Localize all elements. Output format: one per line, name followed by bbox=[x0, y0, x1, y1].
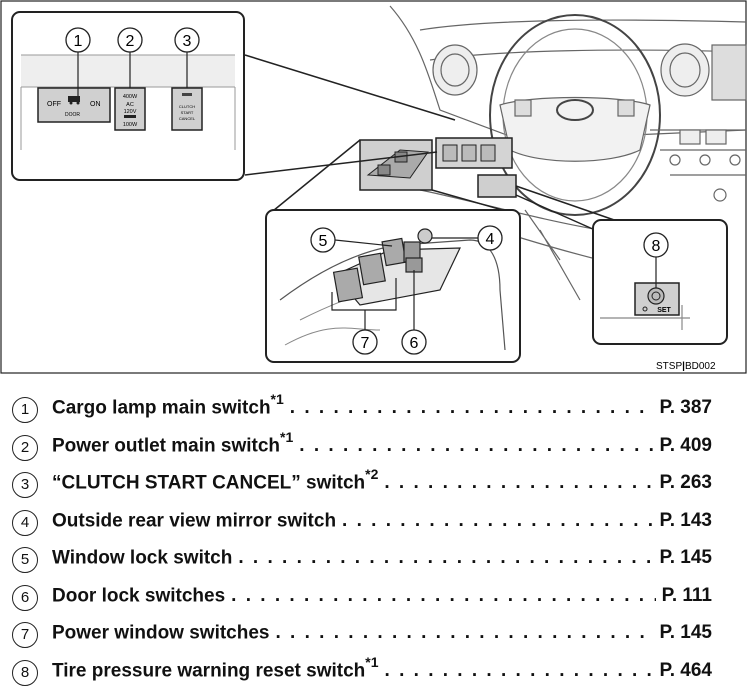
list-item-power-outlet: 2 Power outlet main switch*1 P. 409 bbox=[12, 431, 712, 469]
label-door: DOOR bbox=[65, 112, 80, 118]
svg-text:6: 6 bbox=[410, 335, 419, 352]
leader-dots bbox=[276, 622, 654, 644]
item-label: Cargo lamp main switch*1 bbox=[52, 393, 284, 419]
list-item-window-lock: 5 Window lock switch P. 145 bbox=[12, 543, 712, 581]
svg-text:4: 4 bbox=[486, 231, 495, 248]
label-on: ON bbox=[90, 101, 101, 108]
callout-6: 6 bbox=[402, 330, 426, 354]
page-reference[interactable]: P. 111 bbox=[662, 585, 712, 607]
leader-dots bbox=[290, 397, 654, 419]
item-label: “CLUTCH START CANCEL” switch*2 bbox=[52, 468, 378, 494]
page-reference[interactable]: P. 145 bbox=[660, 547, 712, 569]
page-reference[interactable]: P. 387 bbox=[660, 397, 712, 419]
leader-dots bbox=[384, 472, 653, 494]
label-off: OFF bbox=[47, 101, 61, 108]
label-120v: 120V bbox=[124, 109, 137, 115]
label-clutch: CLUTCH bbox=[179, 104, 195, 109]
list-item-door-lock: 6 Door lock switches P. 111 bbox=[12, 581, 712, 619]
page-reference[interactable]: P. 464 bbox=[660, 660, 712, 682]
callout-1: 1 bbox=[66, 28, 90, 52]
callout-7: 7 bbox=[353, 330, 377, 354]
svg-text:7: 7 bbox=[361, 335, 370, 352]
label-ac: AC bbox=[126, 102, 134, 108]
callout-2: 2 bbox=[118, 28, 142, 52]
label-400w: 400W bbox=[123, 94, 138, 100]
interior-switch-diagram: OFF ON DOOR 400W AC 120V 100W CLUTCH STA… bbox=[0, 0, 750, 375]
callout-4: 4 bbox=[478, 226, 502, 250]
label-cancel: CANCEL bbox=[179, 116, 196, 121]
item-number: 1 bbox=[12, 397, 38, 423]
item-label: Power window switches bbox=[52, 618, 270, 644]
label-start: START bbox=[181, 110, 194, 115]
item-number: 7 bbox=[12, 622, 38, 648]
svg-text:5: 5 bbox=[319, 233, 328, 250]
leader-dots bbox=[385, 660, 654, 682]
callout-8: 8 bbox=[644, 233, 668, 257]
label-set: SET bbox=[657, 307, 671, 314]
list-item-cargo-lamp: 1 Cargo lamp main switch*1 P. 387 bbox=[12, 393, 712, 431]
label-100w: 100W bbox=[123, 122, 138, 128]
item-label: Outside rear view mirror switch bbox=[52, 506, 336, 532]
svg-text:1: 1 bbox=[74, 33, 83, 50]
switch-reference-list: 1 Cargo lamp main switch*1 P. 387 2 Powe… bbox=[12, 393, 712, 693]
figure-id: STSP|BD002 bbox=[656, 361, 716, 372]
item-number: 4 bbox=[12, 510, 38, 536]
list-item-clutch-start-cancel: 3 “CLUTCH START CANCEL” switch*2 P. 263 bbox=[12, 468, 712, 506]
page-reference[interactable]: P. 143 bbox=[660, 510, 712, 532]
page-reference[interactable]: P. 409 bbox=[660, 435, 712, 457]
item-number: 3 bbox=[12, 472, 38, 498]
item-label: Power outlet main switch*1 bbox=[52, 431, 293, 457]
item-label: Tire pressure warning reset switch*1 bbox=[52, 656, 379, 682]
door-panel-small bbox=[360, 140, 432, 190]
item-label: Door lock switches bbox=[52, 581, 225, 607]
leader-dots bbox=[342, 510, 653, 532]
callout-3: 3 bbox=[175, 28, 199, 52]
dash-tpws-switch bbox=[478, 175, 516, 197]
leader-dots bbox=[299, 435, 653, 457]
item-number: 8 bbox=[12, 660, 38, 686]
list-item-mirror-switch: 4 Outside rear view mirror switch P. 143 bbox=[12, 506, 712, 544]
item-number: 6 bbox=[12, 585, 38, 611]
item-number: 5 bbox=[12, 547, 38, 573]
page-reference[interactable]: P. 263 bbox=[660, 472, 712, 494]
leader-dots bbox=[238, 547, 653, 569]
svg-text:2: 2 bbox=[126, 33, 135, 50]
page-reference[interactable]: P. 145 bbox=[660, 622, 712, 644]
list-item-power-window: 7 Power window switches P. 145 bbox=[12, 618, 712, 656]
leader-dots bbox=[231, 585, 655, 607]
item-label: Window lock switch bbox=[52, 543, 232, 569]
callout-5: 5 bbox=[311, 228, 335, 252]
svg-text:3: 3 bbox=[183, 33, 192, 50]
svg-text:8: 8 bbox=[652, 238, 661, 255]
list-item-tire-pressure: 8 Tire pressure warning reset switch*1 P… bbox=[12, 656, 712, 693]
item-number: 2 bbox=[12, 435, 38, 461]
